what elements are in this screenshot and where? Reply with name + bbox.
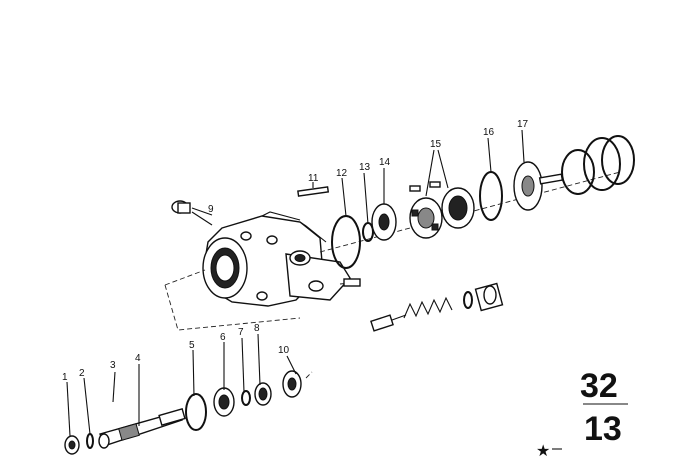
callout-7: 7 [238,327,244,338]
part-9-plug [171,200,213,226]
footer-mark: ★ [536,441,562,460]
part-13-ring [362,222,374,242]
callout-labels: 1 2 3 4 5 6 7 8 9 10 11 12 13 14 15 16 1… [62,119,529,383]
callout-2: 2 [79,368,85,379]
callout-6: 6 [220,332,226,343]
part-12-o-ring [331,215,361,269]
shaft-assembly [64,370,313,455]
callout-1: 1 [62,372,68,383]
callout-12: 12 [336,168,348,179]
callout-16: 16 [483,127,495,138]
callout-4: 4 [135,353,141,364]
steering-gear-housing [202,211,351,307]
part-15-rotor-group [409,181,475,239]
callout-15: 15 [430,139,442,150]
callout-5: 5 [189,340,195,351]
group-code: 32 13 [580,367,628,448]
callout-3: 3 [110,360,116,371]
group-code-top: 32 [580,367,618,405]
part-17-cover [513,161,564,211]
callout-14: 14 [379,157,391,168]
leader-lines [66,129,525,437]
callout-11: 11 [308,173,319,184]
callout-8: 8 [254,323,260,334]
part-14-disc [371,203,397,241]
part-16-ring [479,171,503,221]
star-icon: ★ [536,441,550,460]
callout-13: 13 [359,162,371,173]
part-11-pin [297,186,330,197]
callout-9: 9 [208,204,214,215]
callout-10: 10 [278,345,290,356]
callout-17: 17 [517,119,529,130]
end-rings [561,135,635,195]
group-code-bottom: 13 [584,410,622,448]
valve-assembly [343,278,504,332]
